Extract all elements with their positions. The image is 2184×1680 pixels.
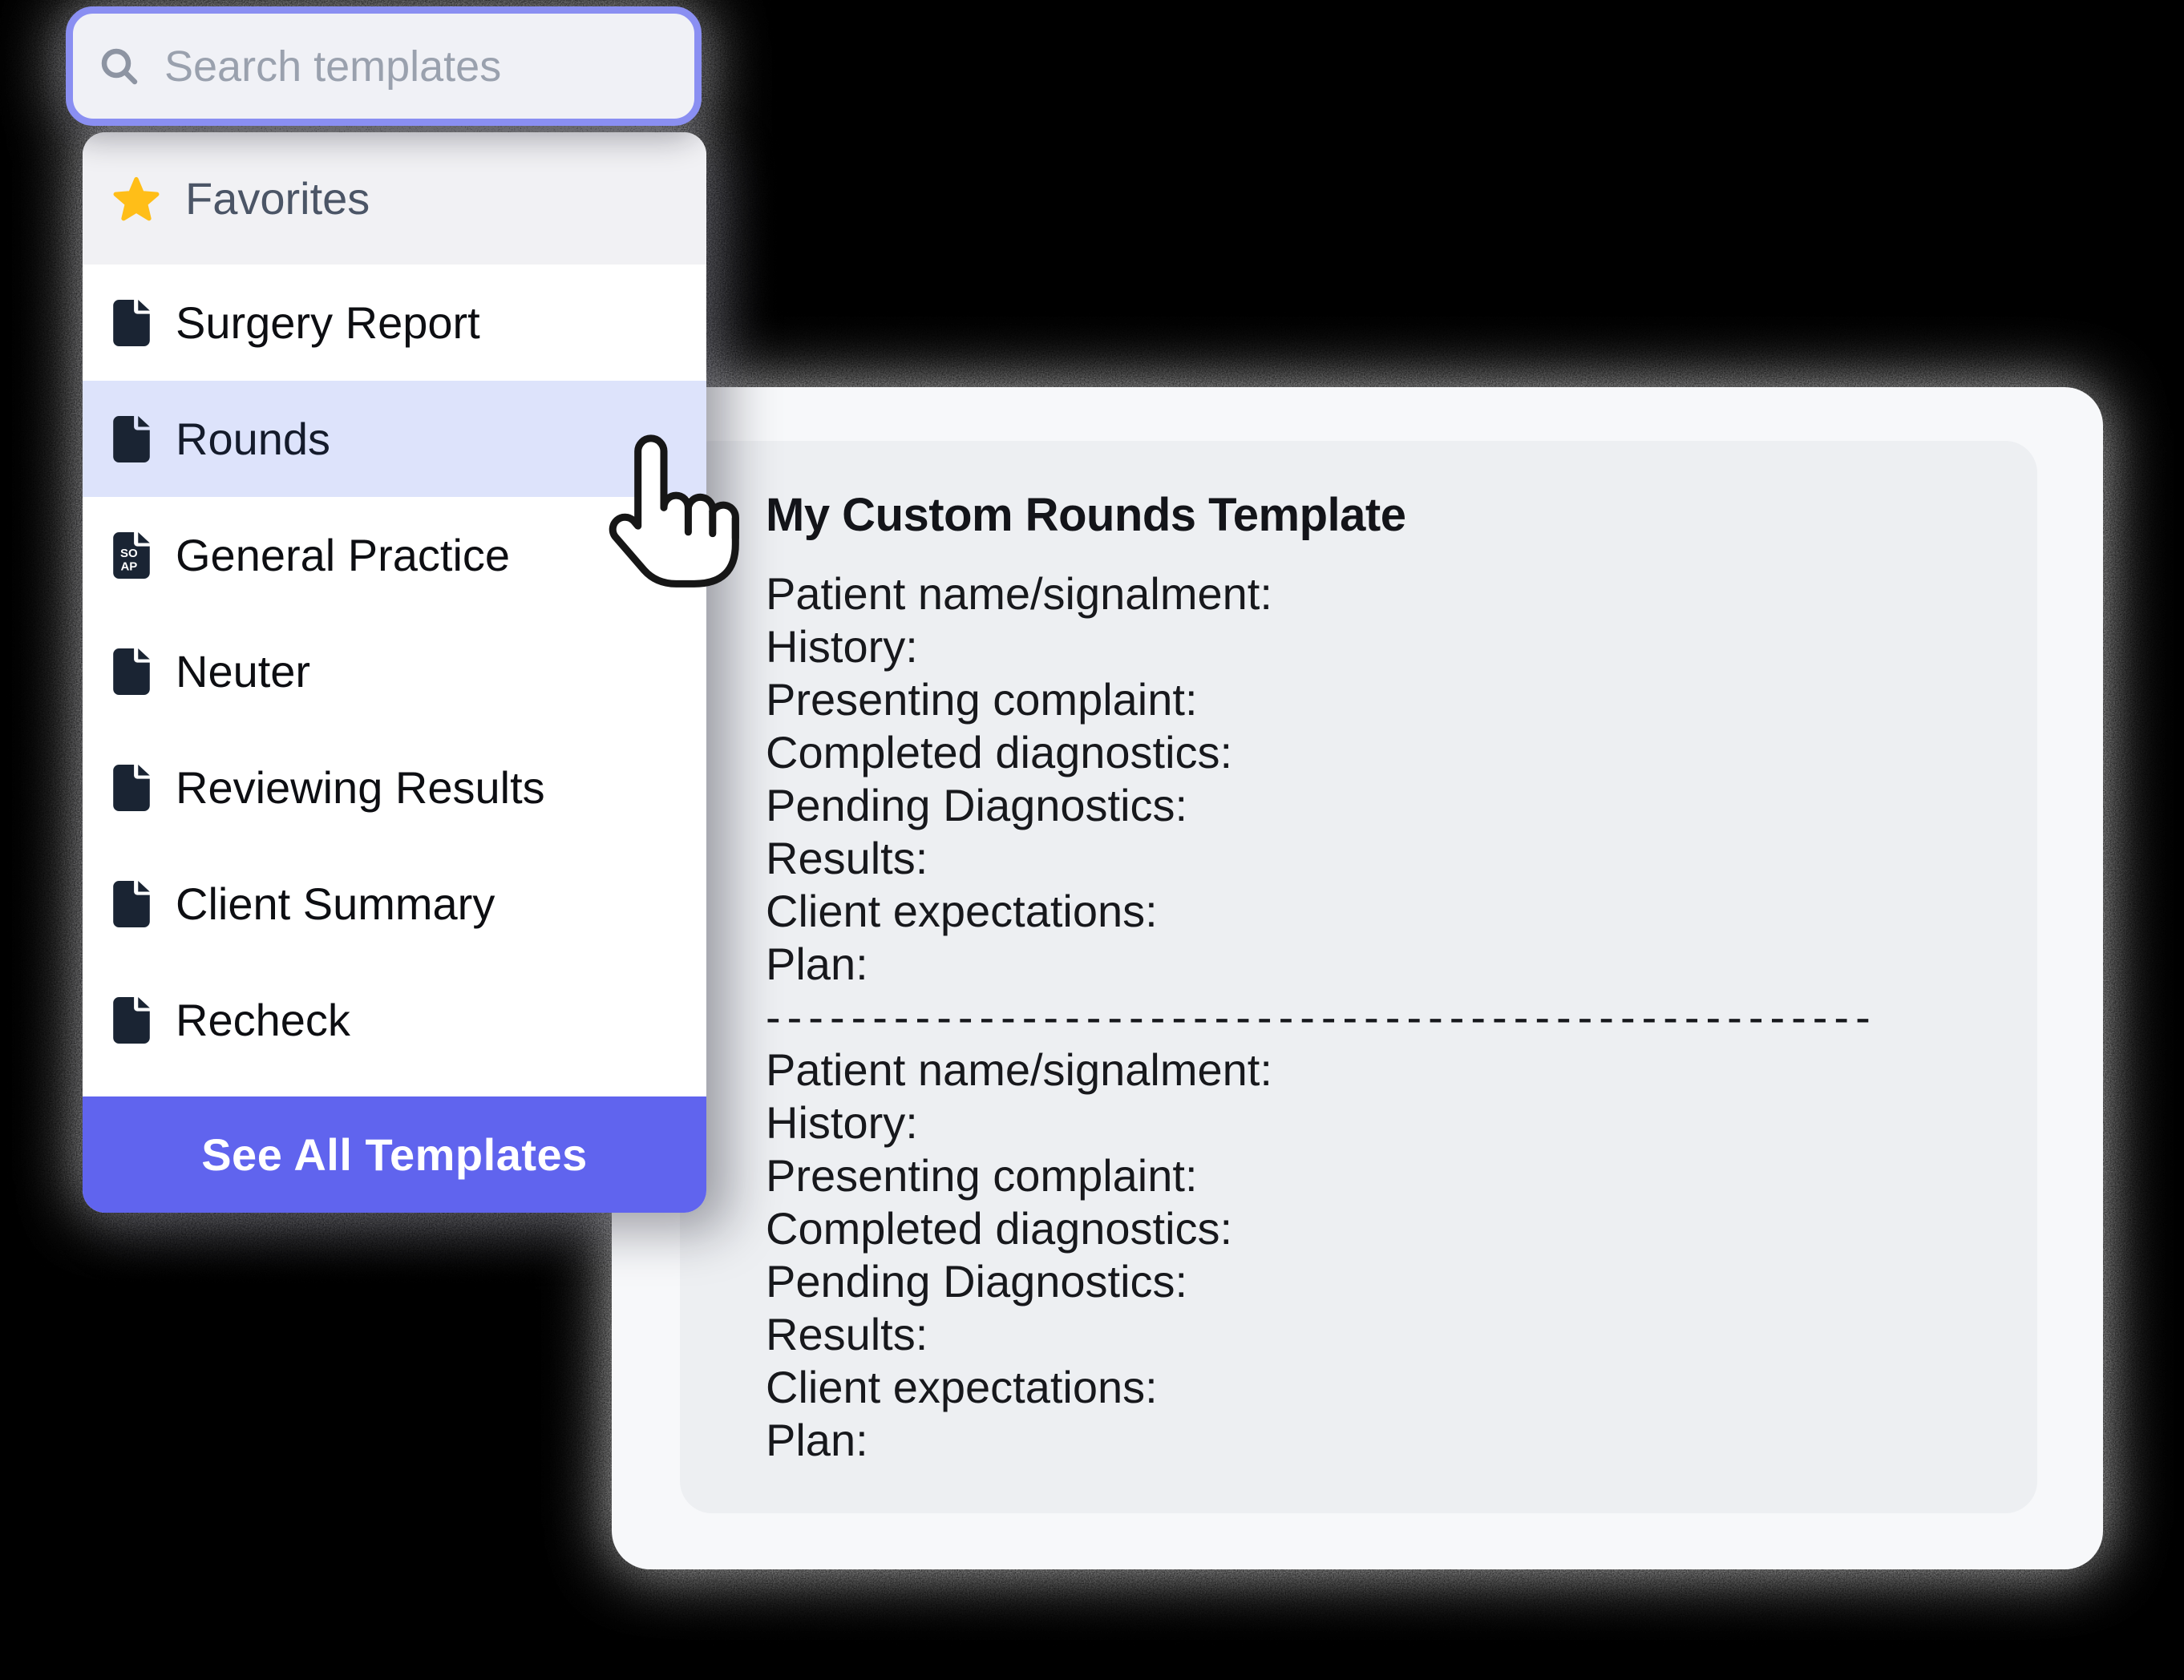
template-preview-panel: My Custom Rounds Template Patient name/s… [680,441,2037,1513]
template-line: Patient name/signalment: [766,568,1272,619]
see-all-templates-button[interactable]: See All Templates [83,1096,706,1213]
search-input[interactable] [163,40,670,92]
menu-item-surgery-report[interactable]: Surgery Report [83,265,706,381]
template-line: Client expectations: [766,886,1158,936]
template-line: Results: [766,1309,928,1359]
document-icon [113,415,150,462]
menu-item-label: Recheck [176,995,350,1045]
template-preview-card: My Custom Rounds Template Patient name/s… [612,387,2103,1569]
favorites-label: Favorites [185,173,370,224]
search-icon [101,48,138,84]
template-line: History: [766,621,918,672]
template-line: Results: [766,833,928,883]
template-line: History: [766,1097,918,1148]
template-line: Completed diagnostics: [766,1203,1233,1254]
star-icon [113,176,160,220]
menu-item-client-summary[interactable]: Client Summary [83,846,706,962]
document-icon [113,299,150,346]
menu-item-neuter[interactable]: Neuter [83,613,706,729]
menu-item-rounds[interactable]: Rounds [83,381,706,497]
document-icon [113,648,150,695]
menu-item-label: Client Summary [176,878,495,929]
template-preview-title: My Custom Rounds Template [766,489,1406,541]
template-line: Pending Diagnostics: [766,1256,1188,1306]
menu-item-label: Rounds [176,414,331,464]
menu-item-label: General Practice [176,530,511,580]
template-line: Presenting complaint: [766,674,1198,725]
favorites-header: Favorites [83,132,706,265]
document-icon [113,764,150,811]
template-search-box [66,6,702,126]
template-dashed-divider: ----------------------------------------… [766,991,1877,1042]
template-line: Client expectations: [766,1362,1158,1412]
menu-item-recheck[interactable]: Recheck [83,962,706,1078]
template-line: Plan: [766,939,868,989]
menu-item-label: Surgery Report [176,297,480,348]
template-line: Pending Diagnostics: [766,780,1188,830]
menu-item-label: Reviewing Results [176,762,545,813]
menu-item-label: Neuter [176,646,311,697]
template-line: Plan: [766,1415,868,1465]
document-icon [113,880,150,927]
menu-item-reviewing-results[interactable]: Reviewing Results [83,729,706,846]
see-all-templates-label: See All Templates [201,1129,588,1180]
menu-spacer [83,1078,706,1096]
template-line: Patient name/signalment: [766,1044,1272,1095]
template-line: Presenting complaint: [766,1150,1198,1201]
template-line: Completed diagnostics: [766,727,1233,777]
document-icon [113,996,150,1044]
